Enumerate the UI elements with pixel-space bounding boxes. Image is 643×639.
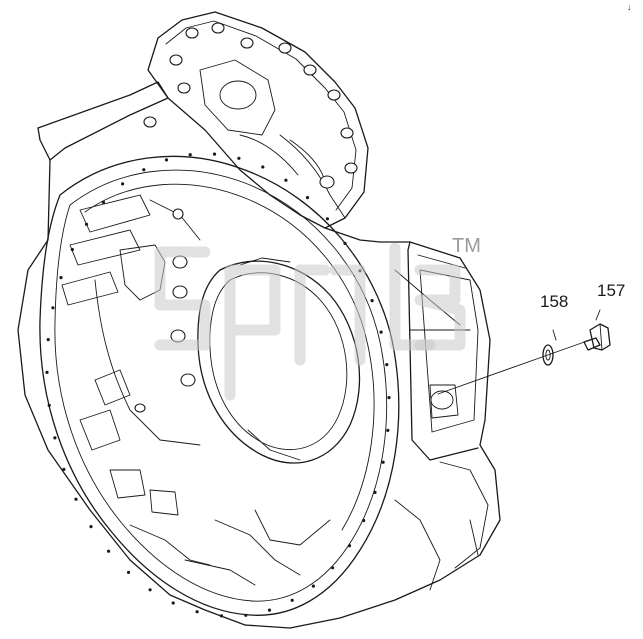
top-flange-bolt-holes — [143, 22, 358, 189]
flange-dot — [381, 460, 385, 464]
flange-perimeter-dots — [45, 152, 391, 618]
flange-dot — [212, 152, 217, 156]
flange-dot — [244, 613, 248, 617]
top-flange — [147, 11, 369, 229]
trademark-mark: TM — [452, 235, 481, 257]
flange-dot — [237, 156, 241, 160]
flange-dot — [195, 610, 199, 614]
flange-dot — [46, 338, 50, 342]
flange-dot — [74, 497, 78, 501]
flange-dot — [171, 601, 175, 605]
flange-dot — [188, 153, 192, 157]
flange-dot — [89, 525, 93, 529]
flange-dot — [385, 363, 389, 367]
flange-dot — [331, 566, 335, 570]
flange-dot — [148, 588, 152, 592]
flange-dot — [126, 570, 131, 575]
flange-dot — [101, 200, 105, 204]
flange-dot — [386, 428, 390, 432]
flange-dot — [261, 165, 265, 169]
callout-158-label: 158 — [540, 292, 568, 311]
inner-ribs — [61, 134, 346, 586]
flange-dot — [373, 490, 377, 494]
flange-dot — [362, 518, 366, 523]
flange-dot — [59, 276, 63, 280]
corner-mark: ↓ — [627, 2, 632, 12]
flange-dot — [219, 614, 224, 618]
flange-dot — [387, 396, 391, 400]
flange-dot — [305, 196, 310, 200]
flange-dot — [51, 306, 55, 310]
flange-dot — [62, 467, 66, 471]
flange-dot — [164, 158, 169, 162]
watermark: TM — [154, 235, 481, 401]
flange-dot — [53, 436, 57, 440]
washer-part-158 — [542, 329, 557, 366]
flange-dot — [379, 330, 383, 334]
flange-dot — [370, 299, 374, 303]
flange-dot — [290, 598, 294, 602]
flange-dot — [347, 544, 352, 548]
flange-dot — [142, 168, 146, 172]
bell-flange — [39, 155, 400, 616]
flange-dot — [47, 403, 51, 407]
plug-bolt-part-157 — [583, 309, 611, 351]
leader-line — [437, 339, 591, 395]
flange-dot — [325, 217, 329, 221]
flange-dot — [311, 584, 315, 588]
flange-dot — [284, 178, 288, 182]
flange-dot — [107, 549, 111, 553]
flange-dot — [121, 182, 125, 186]
callout-157-label: 157 — [597, 281, 625, 300]
flange-dot — [45, 370, 49, 374]
flange-dot — [70, 247, 74, 252]
flange-dot — [343, 241, 347, 245]
inner-bolt-holes — [134, 208, 196, 413]
flange-dot — [267, 608, 272, 612]
housing-body — [17, 81, 501, 629]
flange-dot — [84, 222, 89, 226]
